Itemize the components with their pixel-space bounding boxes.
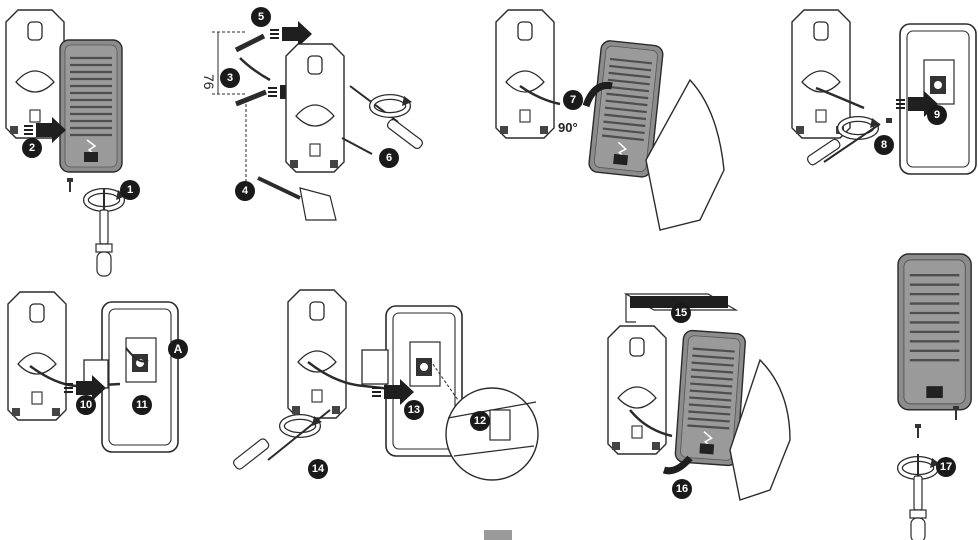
step-number: 10 (80, 399, 92, 411)
step-badge-5: 5 (251, 7, 271, 27)
step-number: 14 (312, 463, 325, 475)
step-badge-11: 11 (132, 395, 152, 415)
step-number: 7 (570, 94, 576, 106)
step-badge-10: 10 (76, 395, 96, 415)
step-number: 17 (940, 461, 952, 473)
step-badge-8: 8 (874, 135, 894, 155)
step-number: 9 (934, 109, 940, 121)
panel-step-7: 90° (496, 10, 724, 230)
step-number: 1 (127, 184, 133, 196)
connector-block-icon (362, 350, 388, 384)
step-badge-2: 2 (22, 138, 42, 158)
screw-icon (342, 138, 372, 154)
panel-step-10-11 (8, 292, 178, 452)
panel-step-15-16 (608, 294, 790, 500)
step-number: 16 (676, 483, 688, 495)
rotate-arrow-icon (86, 190, 126, 209)
screwdriver-icon (910, 454, 926, 540)
step-number: 5 (258, 11, 264, 23)
step-number: 3 (227, 72, 233, 84)
screwdriver-icon (96, 188, 112, 276)
mounting-plate (608, 326, 666, 454)
marker-a-label: A (174, 342, 183, 356)
step-badge-15: 15 (671, 303, 691, 323)
wall-plug-icon (236, 36, 264, 50)
mounting-plate (792, 10, 850, 138)
panel-step-17 (898, 254, 971, 540)
speaker-unit (60, 40, 122, 172)
rotate-arrow-icon (372, 96, 412, 115)
step-number: 13 (408, 404, 420, 416)
mounting-plate (8, 292, 66, 420)
step-badge-3: 3 (220, 68, 240, 88)
marker-a-badge: A (168, 339, 188, 359)
rear-box (102, 302, 178, 452)
page-marker (484, 530, 512, 540)
step-badge-6: 6 (379, 148, 399, 168)
step-number: 8 (881, 139, 887, 151)
step-number: 12 (474, 415, 486, 427)
step-badge-4: 4 (235, 181, 255, 201)
step-badge-17: 17 (936, 457, 956, 477)
step-number: 15 (675, 307, 687, 319)
step-badge-12: 12 (470, 411, 490, 431)
mounting-plate (288, 290, 346, 418)
angle-label: 90° (558, 120, 578, 135)
screw-icon (67, 178, 73, 192)
step-badge-13: 13 (404, 400, 424, 420)
wall-plug-icon (236, 92, 266, 104)
drill-icon (258, 178, 300, 198)
mounting-plate (496, 10, 554, 138)
screw-icon (886, 118, 892, 123)
mounting-plate (6, 10, 64, 138)
screw-icon (915, 424, 921, 438)
step-badge-9: 9 (927, 105, 947, 125)
step-badge-1: 1 (120, 180, 140, 200)
step-badge-7: 7 (563, 90, 583, 110)
step-badge-14: 14 (308, 459, 328, 479)
step-badge-16: 16 (672, 479, 692, 499)
hand-icon (300, 188, 336, 220)
step-number: 11 (136, 399, 148, 411)
push-arrow-icon (270, 21, 312, 47)
step-number: 2 (29, 142, 35, 154)
panel-step-12-14 (232, 290, 538, 480)
panel-step-3-6: 76 (201, 21, 424, 220)
rotate-arrow-icon (900, 458, 940, 477)
dimension-label: 76 (201, 74, 217, 90)
step-number: 4 (242, 185, 249, 197)
mounting-plate (286, 44, 344, 172)
step-number: 6 (386, 152, 392, 164)
screw-icon (953, 406, 959, 420)
